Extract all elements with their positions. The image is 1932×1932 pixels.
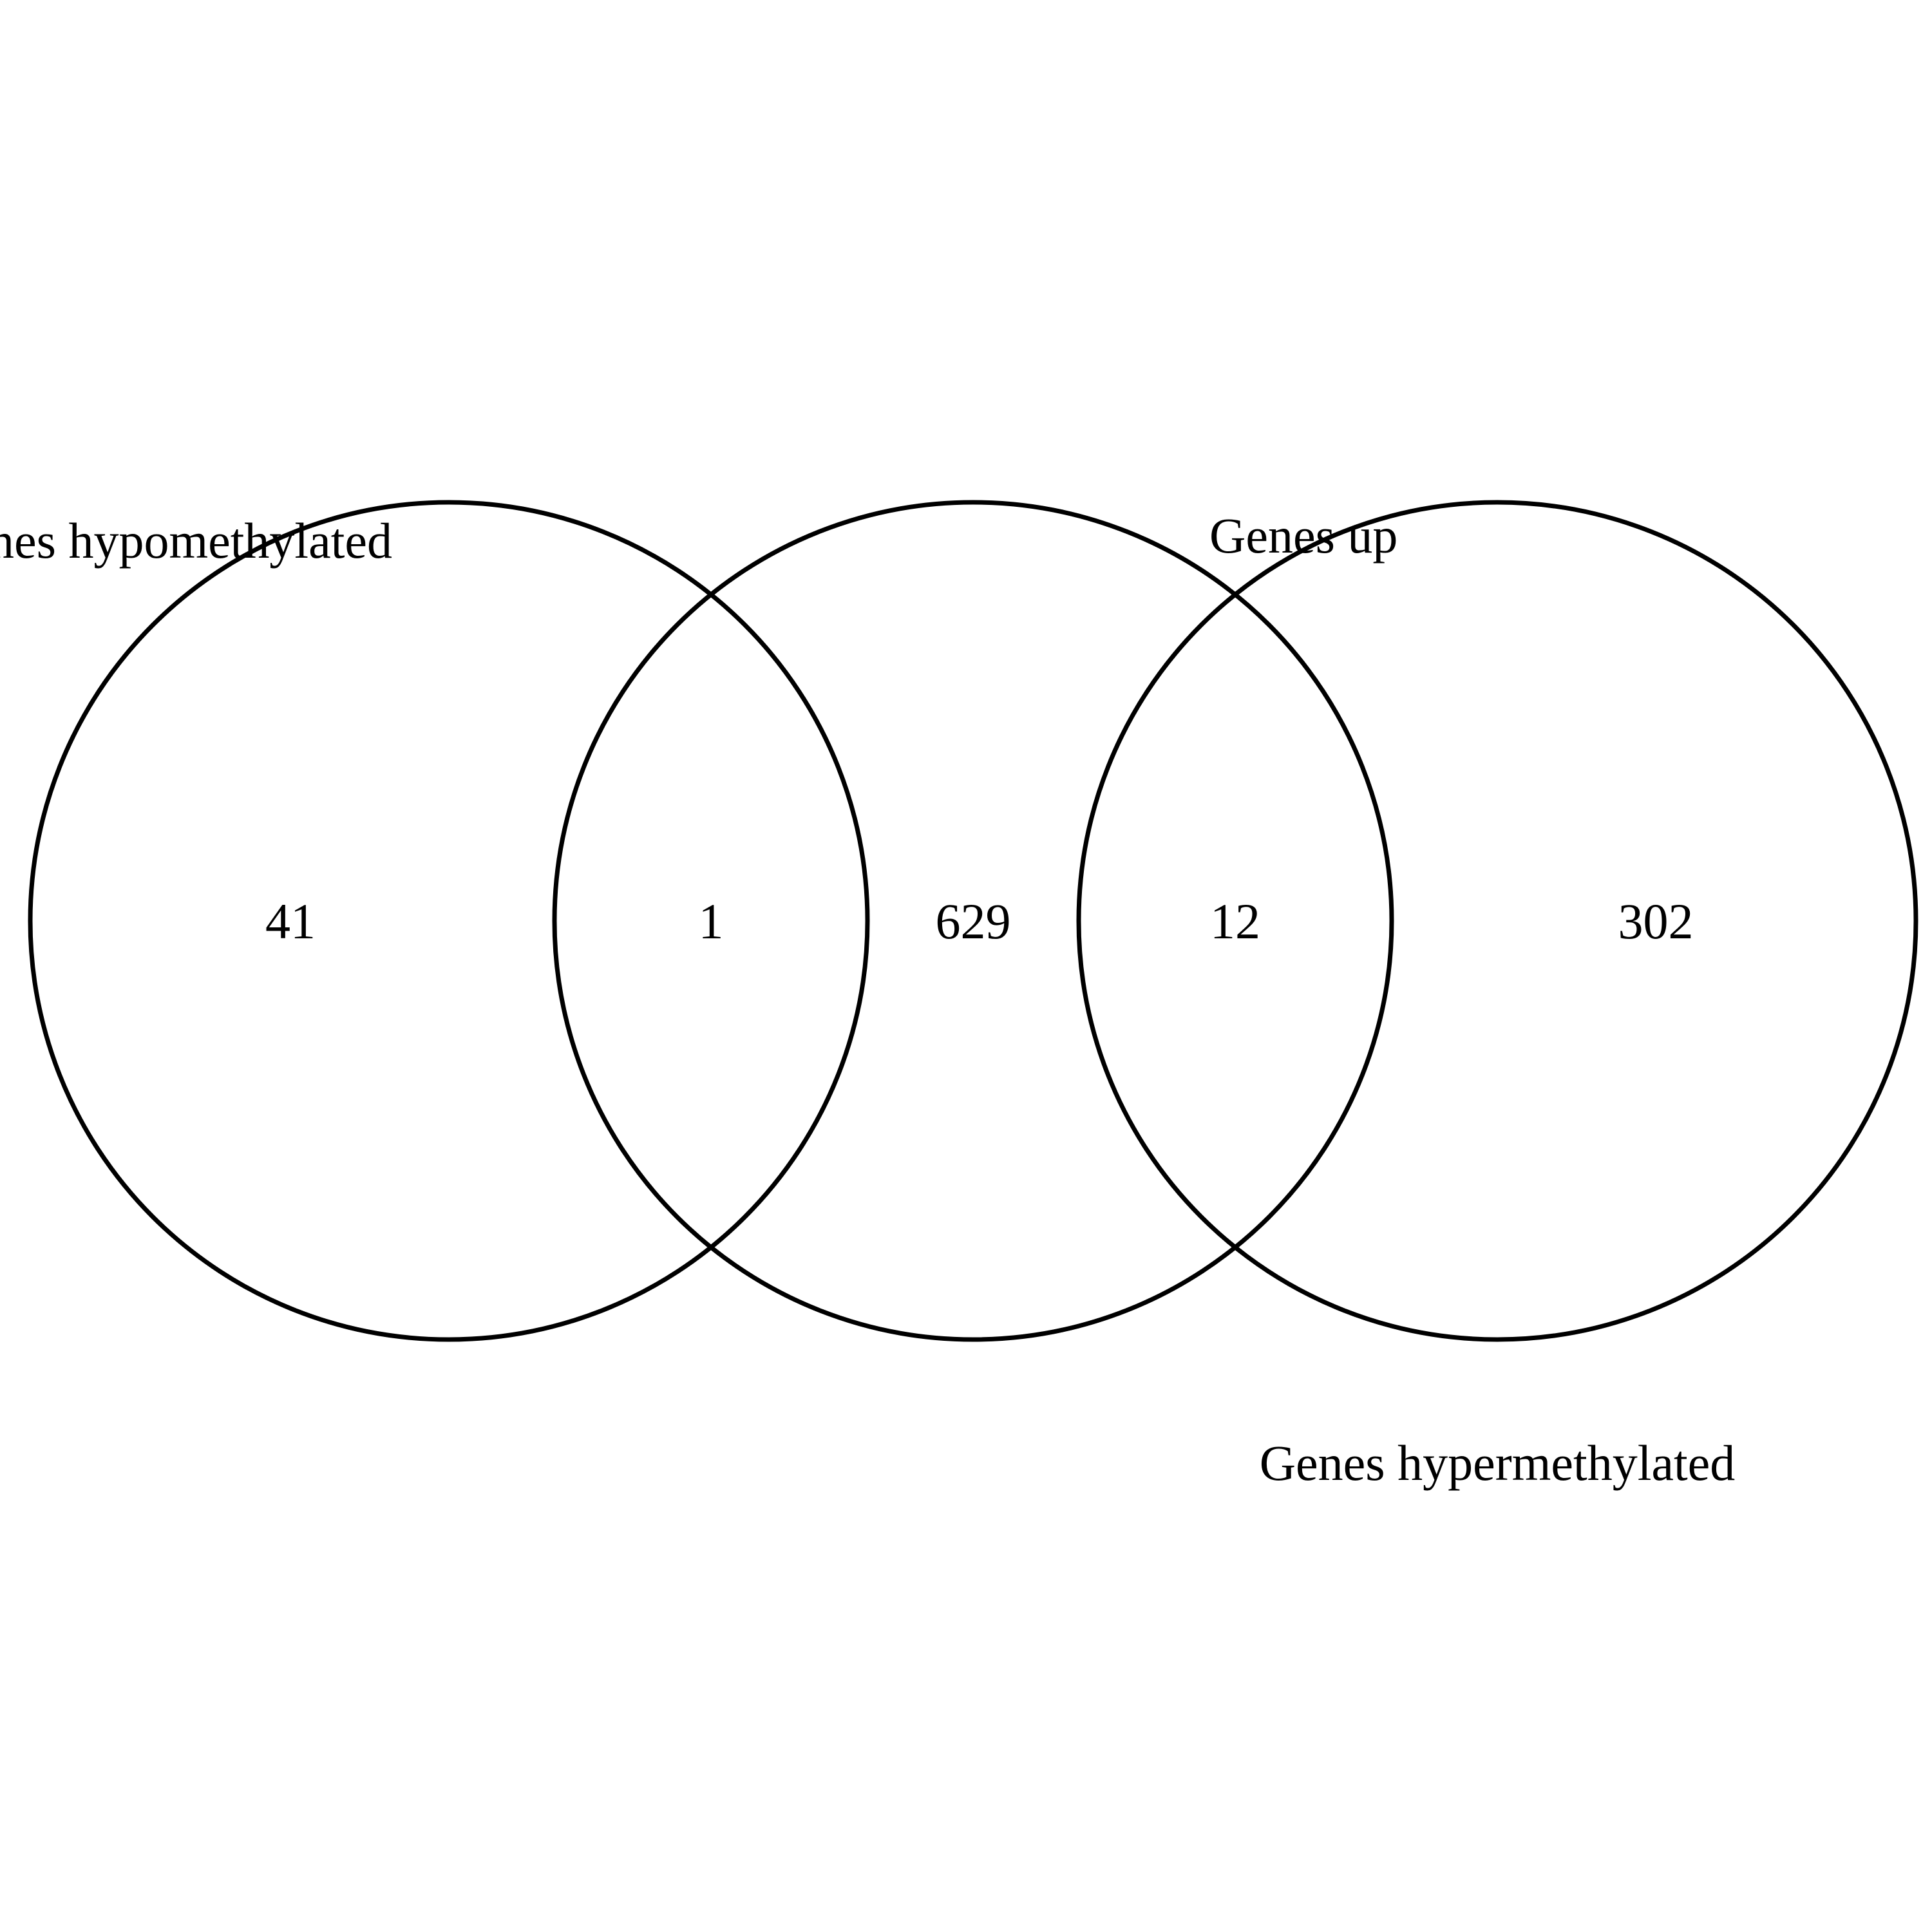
set-label-hypermethylated: Genes hypermethylated — [1260, 1435, 1736, 1491]
set-label-genes-up: Genes up — [1209, 507, 1397, 564]
set-label-hypomethylated: Genes hypomethylated — [0, 513, 392, 569]
count-hyper-only: 302 — [1618, 893, 1694, 949]
set-circle-genes-up — [552, 500, 1394, 1342]
count-up-only: 629 — [936, 893, 1011, 949]
set-circle-hypomethylated — [28, 500, 870, 1342]
set-circle-hypermethylated — [1076, 500, 1918, 1342]
count-hypo-up: 1 — [699, 893, 724, 949]
count-up-hyper: 12 — [1210, 893, 1260, 949]
count-hypo-only: 41 — [265, 893, 316, 949]
